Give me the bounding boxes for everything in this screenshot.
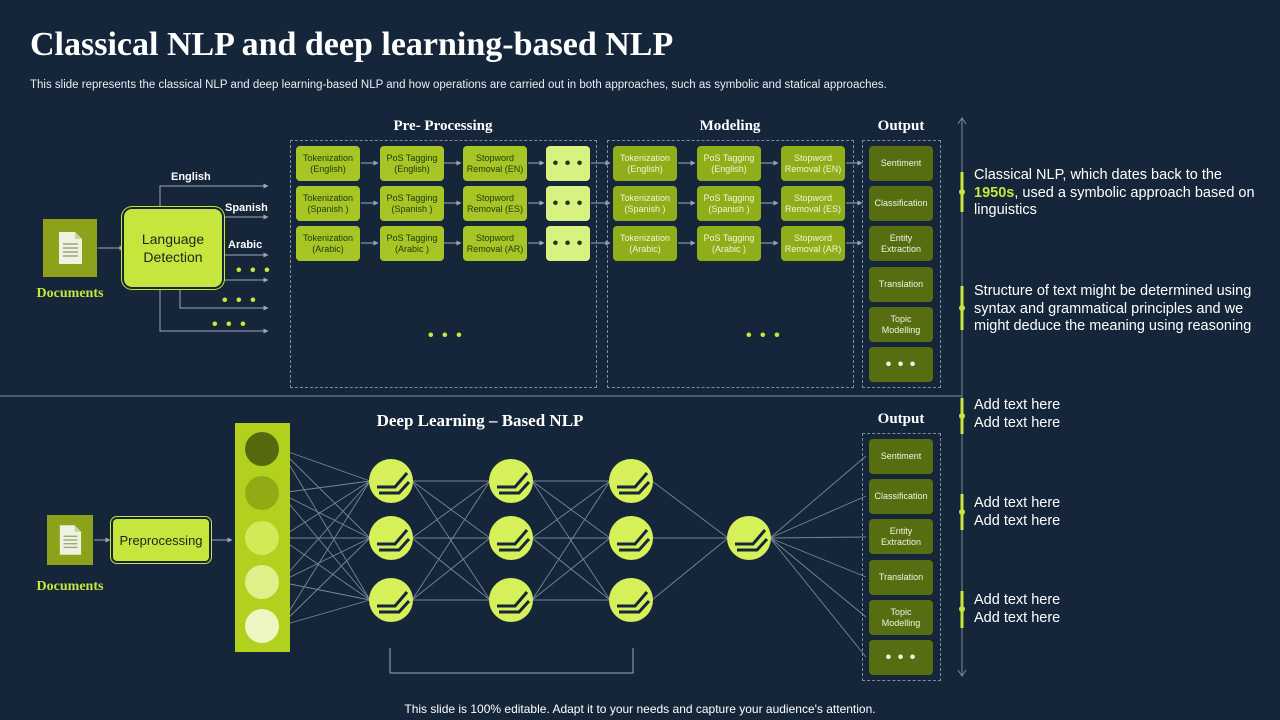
deep-output-panel: [862, 433, 941, 681]
pre-pos-tagging-spanish: PoS Tagging (Spanish ): [380, 186, 444, 221]
preprocessing-box: Preprocessing: [113, 519, 209, 561]
language-english: English: [171, 171, 211, 183]
mod-stopword-removal-es: Stopword Removal (ES): [781, 186, 845, 221]
pre-pos-tagging-arabic: PoS Tagging (Arabic ): [380, 226, 444, 261]
classical-output-topic-modelling: Topic Modelling: [869, 307, 933, 342]
classical-output-translation: Translation: [869, 267, 933, 302]
deep-output-translation: Translation: [869, 560, 933, 595]
preprocessing-heading: Pre- Processing: [393, 118, 493, 134]
mod-pos-tagging-spanish: PoS Tagging (Spanish ): [697, 186, 761, 221]
deep-output-classification: Classification: [869, 479, 933, 514]
note-highlight-1950s: 1950s: [974, 184, 1015, 201]
language-more-dots: • • •: [212, 316, 248, 333]
page-subtitle: This slide represents the classical NLP …: [30, 79, 887, 91]
mod-tokenization-arabic: Tokenization (Arabic): [613, 226, 677, 261]
mod-stopword-removal-en: Stopword Removal (EN): [781, 146, 845, 181]
classical-output-classification: Classification: [869, 186, 933, 221]
mod-pos-tagging-arabic: PoS Tagging (Arabic ): [697, 226, 761, 261]
deep-output-topic-modelling: Topic Modelling: [869, 600, 933, 635]
preprocessing-more-dots: • • •: [428, 327, 464, 344]
modeling-more-dots: • • •: [746, 327, 782, 344]
documents-icon: [47, 515, 93, 565]
classical-output-panel: [862, 140, 941, 388]
classical-output-entity-extraction: Entity Extraction: [869, 226, 933, 261]
pre-stopword-removal-ar: Stopword Removal (AR): [463, 226, 527, 261]
pre-tokenization-arabic: Tokenization (Arabic): [296, 226, 360, 261]
language-more-dots: • • •: [222, 292, 258, 309]
documents-icon: [43, 219, 97, 277]
deep-output-entity-extraction: Entity Extraction: [869, 519, 933, 554]
pre-more-box: • • •: [546, 146, 590, 181]
pre-more-box: • • •: [546, 186, 590, 221]
mod-tokenization-english: Tokenization (English): [613, 146, 677, 181]
preprocessing-panel: [290, 140, 597, 388]
footer-text: This slide is 100% editable. Adapt it to…: [404, 702, 876, 716]
language-detection-box: Language Detection: [124, 209, 222, 287]
deep-learning-heading: Deep Learning – Based NLP: [376, 411, 584, 430]
pre-tokenization-spanish: Tokenization (Spanish ): [296, 186, 360, 221]
pre-tokenization-english: Tokenization (English): [296, 146, 360, 181]
deep-output-heading: Output: [877, 411, 925, 427]
deep-output-more: • • •: [869, 640, 933, 675]
note-add-text-2: Add text here Add text here: [974, 495, 1061, 529]
pre-pos-tagging-english: PoS Tagging (English): [380, 146, 444, 181]
classical-output-sentiment: Sentiment: [869, 146, 933, 181]
documents-label: Documents: [36, 286, 104, 301]
note-add-text-1: Add text here Add text here: [974, 397, 1061, 431]
mod-tokenization-spanish: Tokenization (Spanish ): [613, 186, 677, 221]
note-classical-nlp: Classical NLP, which dates back to the 1…: [974, 167, 1255, 218]
note-structure-of-text: Structure of text might be determined us…: [974, 283, 1252, 334]
note-add-text-3: Add text here Add text here: [974, 592, 1061, 626]
documents-label: Documents: [36, 579, 104, 594]
classical-output-heading: Output: [877, 118, 925, 134]
page-title: Classical NLP and deep learning-based NL…: [30, 26, 674, 63]
language-spanish: Spanish: [225, 202, 268, 214]
deep-output-sentiment: Sentiment: [869, 439, 933, 474]
input-layer-nodes: [245, 432, 279, 643]
language-arabic: Arabic: [228, 239, 263, 251]
modeling-heading: Modeling: [699, 118, 761, 134]
mod-stopword-removal-ar: Stopword Removal (AR): [781, 226, 845, 261]
language-more-dots: • • •: [236, 262, 272, 279]
modeling-panel: [607, 140, 854, 388]
pre-more-box: • • •: [546, 226, 590, 261]
mod-pos-tagging-english: PoS Tagging (English): [697, 146, 761, 181]
classical-output-more: • • •: [869, 347, 933, 382]
pre-stopword-removal-es: Stopword Removal (ES): [463, 186, 527, 221]
pre-stopword-removal-en: Stopword Removal (EN): [463, 146, 527, 181]
